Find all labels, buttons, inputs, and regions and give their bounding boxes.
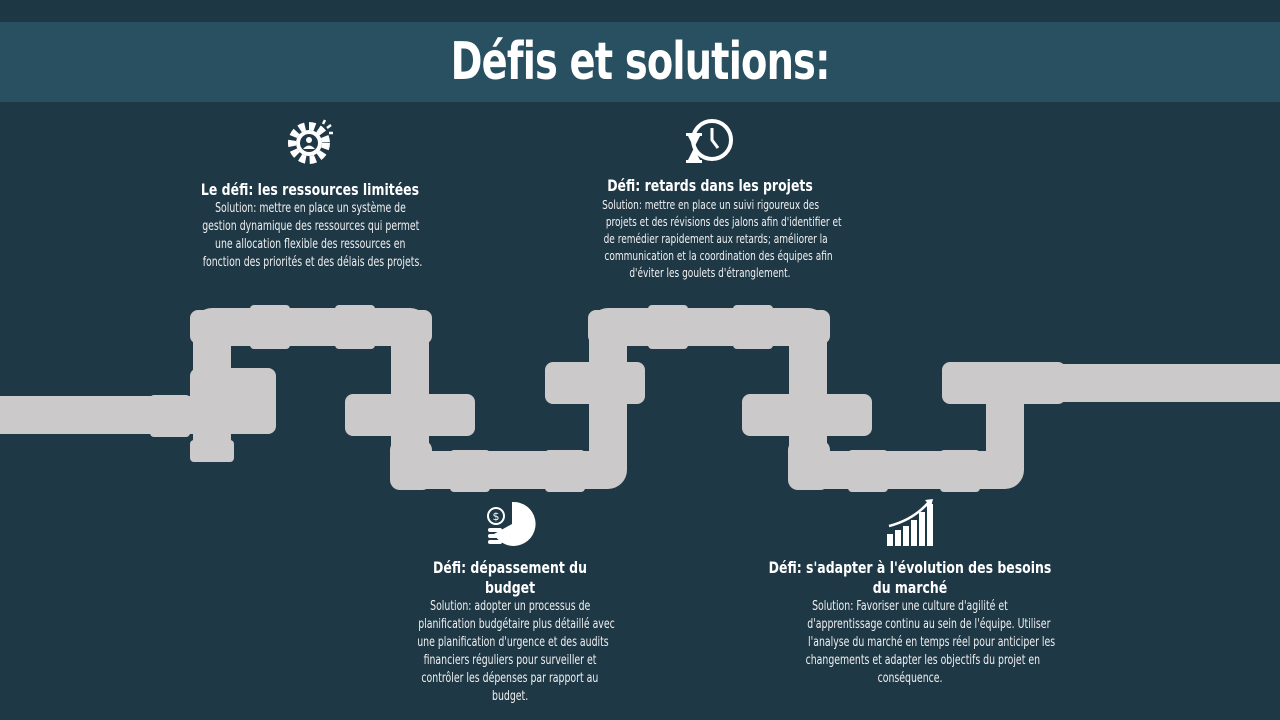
solution-line: Solution: adopter un processus de xyxy=(429,599,591,614)
challenge-solution: Solution: mettre en place un suivi rigou… xyxy=(560,196,860,281)
challenge-resources: Le défi: les ressources limitées Solutio… xyxy=(160,180,460,272)
solution-line: de remédier rapidement aux retards; amél… xyxy=(603,231,828,246)
solution-line: financiers réguliers pour surveiller et xyxy=(423,653,597,668)
challenge-delays: Défi: retards dans les projets Solution:… xyxy=(560,176,860,281)
budget-pie-coin-icon: $ xyxy=(487,501,536,546)
solution-line: changements et adapter les objectifs du … xyxy=(805,653,1041,668)
clock-hourglass-icon xyxy=(686,119,733,163)
top-strip xyxy=(0,0,1280,22)
challenge-heading: Défi: retards dans les projets xyxy=(607,176,813,195)
challenge-solution: Solution: Favoriser une culture d'agilit… xyxy=(760,598,1060,688)
gear-person-icon xyxy=(288,119,333,164)
title-band: Défis et solutions: xyxy=(0,22,1280,102)
solution-line: l'analyse du marché en temps réel pour a… xyxy=(808,635,1056,650)
solution-line: budget. xyxy=(491,689,529,704)
solution-line: une planification d'urgence et des audit… xyxy=(417,635,609,650)
solution-line: projets et des révisions des jalons afin… xyxy=(605,214,842,229)
solution-line: contrôler les dépenses par rapport au xyxy=(421,671,599,686)
challenge-budget: Défi: dépassement du budget Solution: ad… xyxy=(380,558,640,706)
challenge-solution: Solution: mettre en place un système de … xyxy=(160,200,460,272)
challenge-heading: Défi: dépassement du budget xyxy=(433,558,587,597)
solution-line: Solution: Favoriser une culture d'agilit… xyxy=(812,599,1008,614)
solution-line: Solution: mettre en place un système de xyxy=(214,201,406,216)
solution-line: planification budgétaire plus détaillé a… xyxy=(418,617,615,632)
solution-line: d'éviter les goulets d'étranglement. xyxy=(629,265,791,280)
challenge-heading: Le défi: les ressources limitées xyxy=(200,180,420,199)
pipe-collars xyxy=(150,305,1105,492)
challenge-heading: Défi: s'adapter à l'évolution des besoin… xyxy=(768,558,1052,597)
svg-text:$: $ xyxy=(493,510,500,523)
solution-line: une allocation flexible des ressources e… xyxy=(214,237,406,252)
challenge-solution: Solution: adopter un processus de planif… xyxy=(380,598,640,706)
solution-line: fonction des priorités et des délais des… xyxy=(202,255,423,270)
page-title: Défis et solutions: xyxy=(450,32,830,92)
solution-line: Solution: mettre en place un suivi rigou… xyxy=(602,197,820,212)
solution-line: conséquence. xyxy=(877,671,943,686)
challenge-market: Défi: s'adapter à l'évolution des besoin… xyxy=(760,558,1060,688)
solution-line: communication et la coordination des équ… xyxy=(604,248,833,263)
solution-line: d'apprentissage continu au sein de l'équ… xyxy=(807,617,1051,632)
growth-chart-icon xyxy=(887,499,933,546)
solution-line: gestion dynamique des ressources qui per… xyxy=(202,219,420,234)
